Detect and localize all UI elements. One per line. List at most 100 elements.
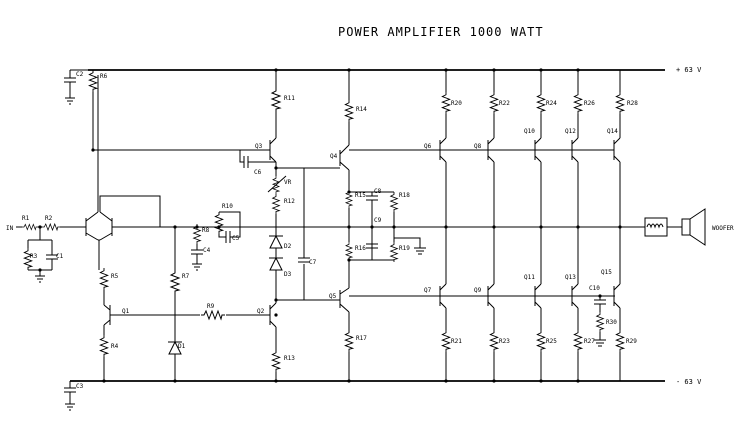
resistor-r4 — [99, 334, 109, 358]
label-c1: C1 — [56, 253, 64, 260]
label-r24: R24 — [546, 100, 557, 107]
resistor-r19 — [390, 241, 398, 263]
label-r21: R21 — [451, 338, 462, 345]
capacitor-c8 — [349, 191, 394, 260]
transistor-q5 — [304, 287, 350, 332]
label-q15: Q15 — [601, 269, 612, 276]
resistor-r11 — [271, 87, 281, 113]
label-r2: R2 — [45, 215, 53, 222]
resistor-r14 — [344, 99, 354, 123]
label-r22: R22 — [499, 100, 510, 107]
label-c5: C5 — [232, 235, 240, 242]
label-r12: R12 — [284, 198, 295, 205]
label-q4: Q4 — [330, 153, 338, 160]
label-c8: C8 — [374, 188, 382, 195]
label-r23: R23 — [499, 338, 510, 345]
resistor-r5 — [99, 267, 109, 291]
label-r14: R14 — [356, 106, 367, 113]
resistor-r10 — [214, 211, 224, 235]
label-d1: D1 — [178, 343, 186, 350]
resistor-r6 — [88, 69, 98, 93]
label-vr: VR — [284, 179, 292, 186]
resistor-r28 — [615, 91, 625, 115]
label-r18: R18 — [399, 192, 410, 199]
label-r4: R4 — [111, 343, 119, 350]
transistor-q2 — [262, 300, 277, 352]
label-q5: Q5 — [329, 293, 337, 300]
capacitor-c10 — [594, 296, 606, 312]
label-r11: R11 — [284, 95, 295, 102]
label-c7: C7 — [309, 259, 317, 266]
label-q9: Q9 — [474, 287, 482, 294]
label-r28: R28 — [627, 100, 638, 107]
capacitor-c4 — [191, 244, 203, 271]
label-r7: R7 — [182, 273, 190, 280]
output-inductor — [644, 217, 682, 237]
label-q2: Q2 — [257, 308, 265, 315]
label-d2: D2 — [284, 243, 292, 250]
label-c10: C10 — [589, 285, 600, 292]
resistor-r24 — [536, 91, 546, 115]
positive-rail-label: + 63 V — [676, 66, 702, 74]
label-r1: R1 — [22, 215, 30, 222]
diode-d3 — [269, 256, 283, 300]
capacitor-c3 — [64, 381, 76, 411]
label-q3: Q3 — [255, 143, 263, 150]
diode-d1 — [168, 340, 182, 381]
resistor-r1 — [21, 223, 39, 231]
label-r25: R25 — [546, 338, 557, 345]
capacitor-c2 — [64, 69, 88, 105]
transistor-q1 — [103, 290, 200, 326]
capacitor-c9 — [366, 243, 378, 249]
label-r30: R30 — [606, 319, 617, 326]
label-q13: Q13 — [565, 274, 576, 281]
label-q14: Q14 — [607, 128, 618, 135]
label-r16: R16 — [355, 245, 366, 252]
resistor-r12 — [272, 193, 280, 215]
woofer-speaker-icon — [681, 208, 706, 246]
resistor-r7 — [170, 269, 180, 295]
label-r13: R13 — [284, 355, 295, 362]
transistor-q4 — [304, 144, 350, 190]
label-q6: Q6 — [424, 143, 432, 150]
label-c9: C9 — [374, 217, 382, 224]
resistor-r20 — [441, 91, 451, 115]
label-d3: D3 — [284, 271, 292, 278]
capacitor-c1 — [46, 248, 58, 270]
label-r15: R15 — [355, 192, 366, 199]
resistor-r21 — [441, 329, 451, 353]
label-r26: R26 — [584, 100, 595, 107]
label-c4: C4 — [203, 247, 211, 254]
output-stage-lower — [436, 227, 625, 381]
label-q11: Q11 — [524, 274, 535, 281]
label-r17: R17 — [356, 335, 367, 342]
capacitor-c5 — [218, 211, 241, 243]
input-differential-pair — [80, 75, 161, 270]
resistor-r29 — [615, 329, 625, 353]
label-r20: R20 — [451, 100, 462, 107]
label-c6: C6 — [254, 169, 262, 176]
label-c2: C2 — [76, 71, 84, 78]
resistor-r17 — [344, 329, 354, 353]
resistor-r30 — [596, 311, 604, 333]
label-r6: R6 — [100, 73, 108, 80]
output-stage-upper — [436, 70, 625, 227]
resistor-r13 — [271, 349, 281, 373]
output-label: WOOFER — [712, 225, 734, 232]
resistor-r9 — [200, 310, 226, 320]
capacitor-c6 — [239, 150, 276, 168]
diode-d2 — [269, 234, 283, 258]
label-q7: Q7 — [424, 287, 432, 294]
label-r29: R29 — [626, 338, 637, 345]
label-r5: R5 — [111, 273, 119, 280]
resistor-r16 — [345, 241, 353, 261]
transistor-q3 — [262, 137, 277, 168]
resistor-r26 — [573, 91, 583, 115]
label-r10: R10 — [222, 203, 233, 210]
capacitor-c7 — [298, 257, 310, 263]
label-r8: R8 — [202, 227, 210, 234]
label-q8: Q8 — [474, 143, 482, 150]
input-label: IN — [6, 225, 14, 232]
label-c3: C3 — [76, 383, 84, 390]
